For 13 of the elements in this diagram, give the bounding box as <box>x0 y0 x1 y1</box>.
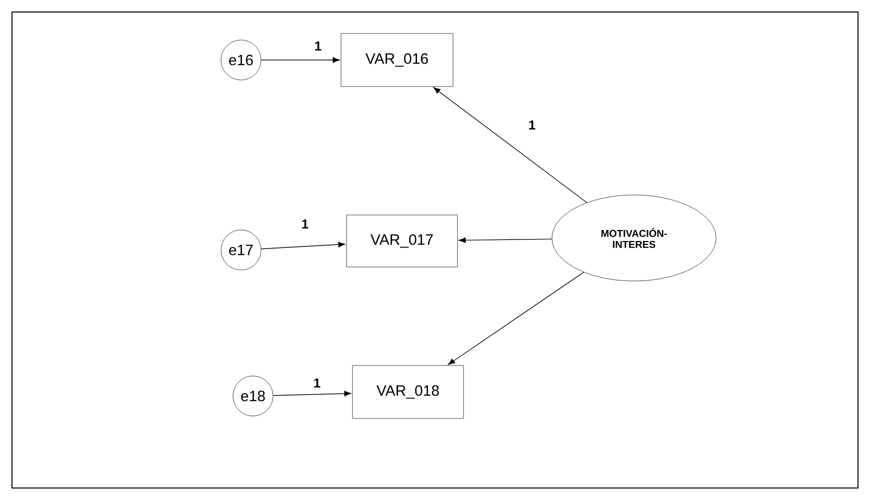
arrow <box>260 242 346 250</box>
variable-box: VAR_016 <box>340 33 454 87</box>
edge-label: 1 <box>313 40 323 52</box>
arrow <box>448 272 584 365</box>
arrow <box>433 87 588 203</box>
edge-label: 1 <box>312 378 322 388</box>
variable-box: VAR_017 <box>346 214 458 268</box>
variable-box: VAR_018 <box>352 365 464 419</box>
edge-label: 1 <box>300 218 310 230</box>
arrow <box>458 237 552 243</box>
arrow <box>272 390 352 396</box>
edge-label: 1 <box>527 120 537 130</box>
arrow <box>260 57 340 63</box>
